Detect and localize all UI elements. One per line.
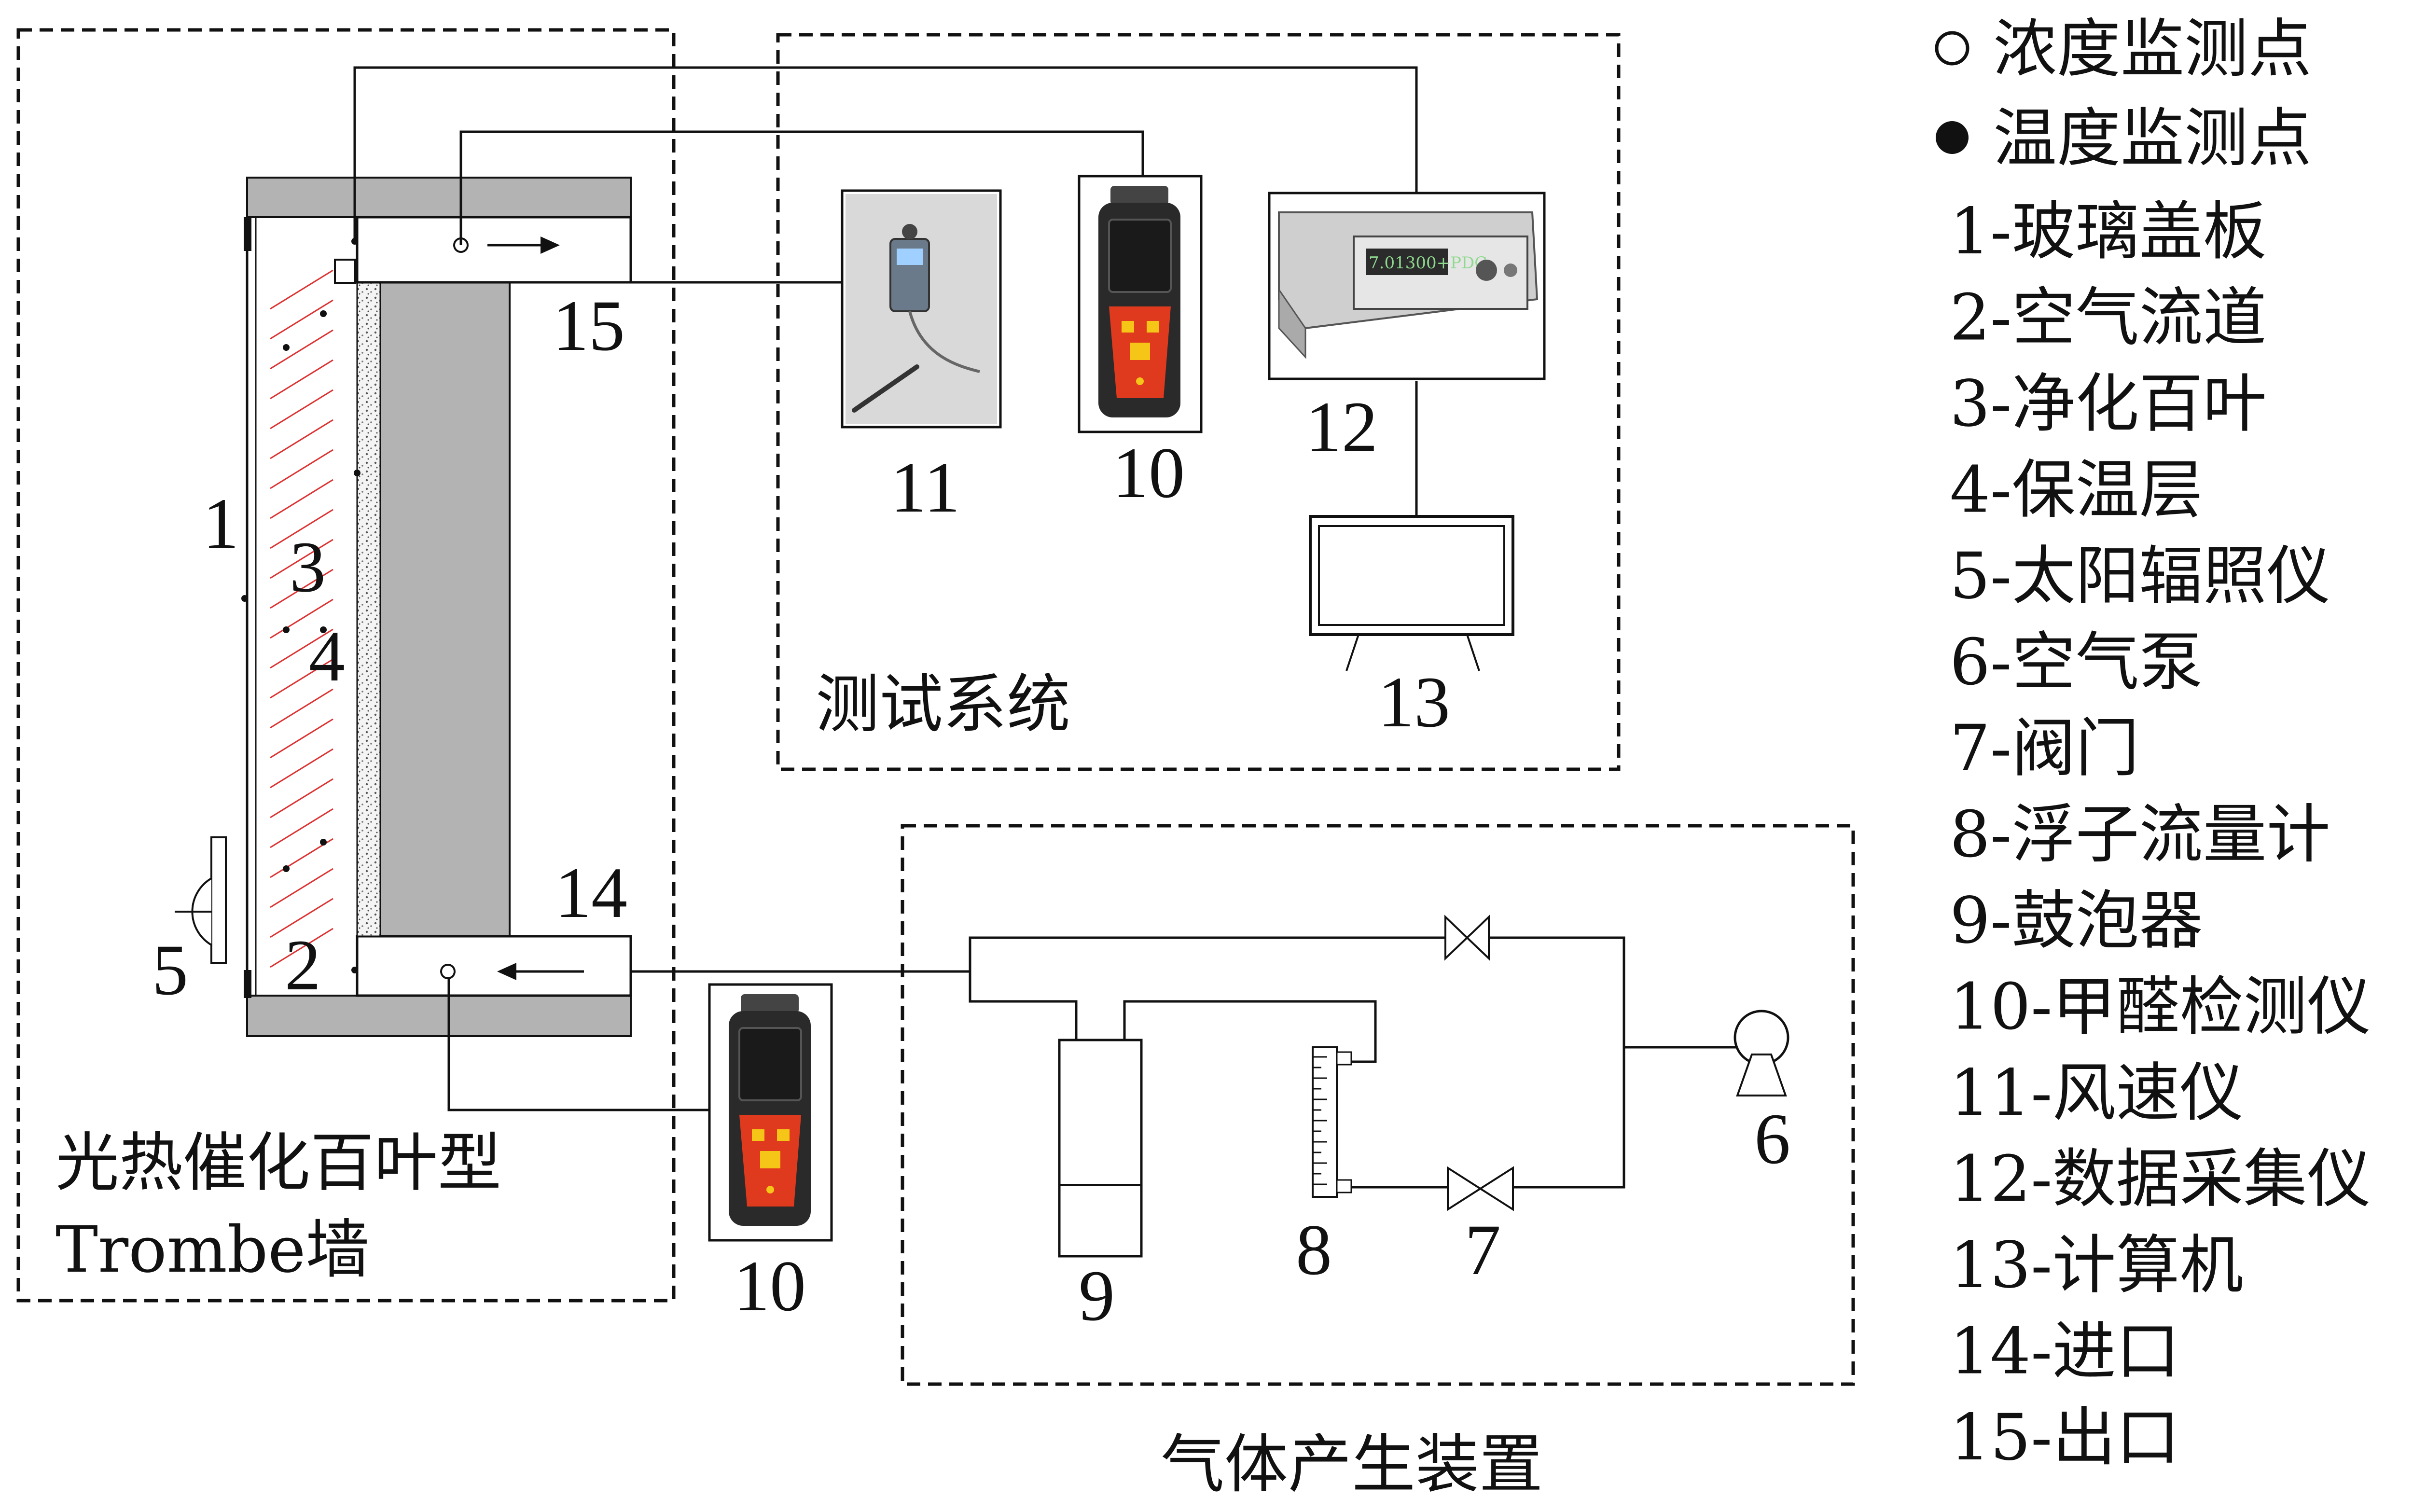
legend-item: 8-浮子流量计: [1950, 798, 2330, 872]
legend-item: 14-进口: [1950, 1315, 2180, 1389]
inlet-flow-arrowhead: [497, 963, 516, 980]
label-14: 14: [555, 853, 627, 933]
inlet-duct: [356, 935, 632, 997]
legend-filled-marker: [1936, 121, 1969, 154]
legend-item: 10-甲醛检测仪: [1950, 970, 2371, 1044]
data-logger-readout: 7.01300+PDC: [1369, 253, 1487, 273]
legend-item: 2-空气流道: [1950, 281, 2267, 355]
float-flowmeter: [1312, 1046, 1352, 1198]
trombe-wall-caption: 光热催化百叶型: [55, 1126, 501, 1200]
legend-item: 4-保温层: [1950, 453, 2203, 527]
label-2: 2: [285, 925, 321, 1005]
anemometer: [841, 189, 1002, 429]
signal-wiring: [353, 66, 1418, 1111]
label-3: 3: [290, 527, 326, 607]
solar-radiometer: [175, 836, 227, 964]
air-pump: [1733, 1010, 1789, 1096]
label-11: 11: [890, 447, 960, 527]
legend-item: 1-玻璃盖板: [1950, 194, 2267, 269]
insulation-layer: [356, 281, 381, 937]
temp-point: [283, 626, 290, 633]
label-1: 1: [203, 484, 239, 564]
test-system-group-box: [776, 33, 1621, 771]
legend-item: 15-出口: [1950, 1401, 2180, 1475]
label-4: 4: [309, 616, 345, 696]
gas-piping: [969, 936, 1740, 1207]
label-7: 7: [1465, 1210, 1501, 1290]
label-6: 6: [1754, 1099, 1790, 1179]
legend: 浓度监测点 温度监测点 1-玻璃盖板 2-空气流道 3-净化百叶 4-保温层 5-太阳辐…: [1935, 12, 2371, 1475]
legend-item: 6-空气泵: [1950, 625, 2203, 700]
valve-upper: [1444, 915, 1490, 961]
computer-monitor: [1309, 515, 1514, 671]
legend-item: 13-计算机: [1950, 1228, 2244, 1303]
label-10-top: 10: [1112, 433, 1185, 513]
label-10-bottom: 10: [734, 1246, 806, 1326]
temp-point: [320, 626, 327, 633]
legend-item: 3-净化百叶: [1950, 367, 2267, 441]
trombe-wall-group-box: [16, 28, 676, 1303]
label-8: 8: [1296, 1210, 1332, 1290]
gas-generator-group-box: [901, 824, 1855, 1386]
bubbler: [1058, 1039, 1143, 1258]
temp-point: [283, 865, 290, 872]
temp-point: [283, 344, 290, 351]
glass-frame-top: [244, 217, 251, 251]
legend-open-marker: [1935, 31, 1969, 66]
legend-item: 12-数据采集仪: [1950, 1142, 2371, 1217]
temp-point: [320, 839, 327, 846]
label-5: 5: [152, 930, 188, 1010]
outlet-duct: [356, 216, 632, 284]
formaldehyde-detector-top: [1078, 175, 1203, 433]
legend-item: 5-太阳辐照仪: [1950, 539, 2330, 613]
purification-blinds: [270, 269, 333, 968]
temp-point: [354, 470, 361, 476]
temp-point: [351, 967, 358, 973]
temp-point: [320, 310, 327, 317]
test-system-caption: 测试系统: [816, 667, 1070, 742]
concentration-point-inlet: [440, 964, 456, 979]
legend-items: 1-玻璃盖板 2-空气流道 3-净化百叶 4-保温层 5-太阳辐照仪 6-空气泵 7-阀门 8…: [1950, 194, 2371, 1475]
bottom-slab: [246, 995, 632, 1037]
legend-temperature: 温度监测点: [1993, 101, 2312, 176]
trombe-wall-caption-line2: Trombe墙: [55, 1213, 369, 1287]
valve-lower: [1447, 1166, 1514, 1211]
massive-wall: [379, 281, 511, 937]
legend-item: 9-鼓泡器: [1950, 884, 2203, 958]
gas-generator-caption: 气体产生装置: [1161, 1428, 1543, 1502]
label-9: 9: [1079, 1256, 1115, 1336]
temp-point: [241, 595, 248, 602]
legend-item: 7-阀门: [1950, 711, 2139, 786]
glass-frame-bottom: [244, 970, 251, 998]
data-logger: 7.01300+PDC: [1268, 192, 1546, 380]
label-12: 12: [1305, 387, 1378, 467]
legend-item: 11-风速仪: [1950, 1056, 2244, 1130]
legend-concentration: 浓度监测点: [1993, 12, 2312, 86]
top-slab: [246, 177, 632, 218]
flowmeter-scale: [1314, 1056, 1327, 1185]
formaldehyde-detector-bottom: [708, 983, 833, 1242]
sensor-block: [334, 259, 356, 284]
label-15: 15: [553, 286, 625, 366]
outlet-flow-arrowhead: [541, 236, 560, 254]
label-13: 13: [1378, 662, 1450, 742]
